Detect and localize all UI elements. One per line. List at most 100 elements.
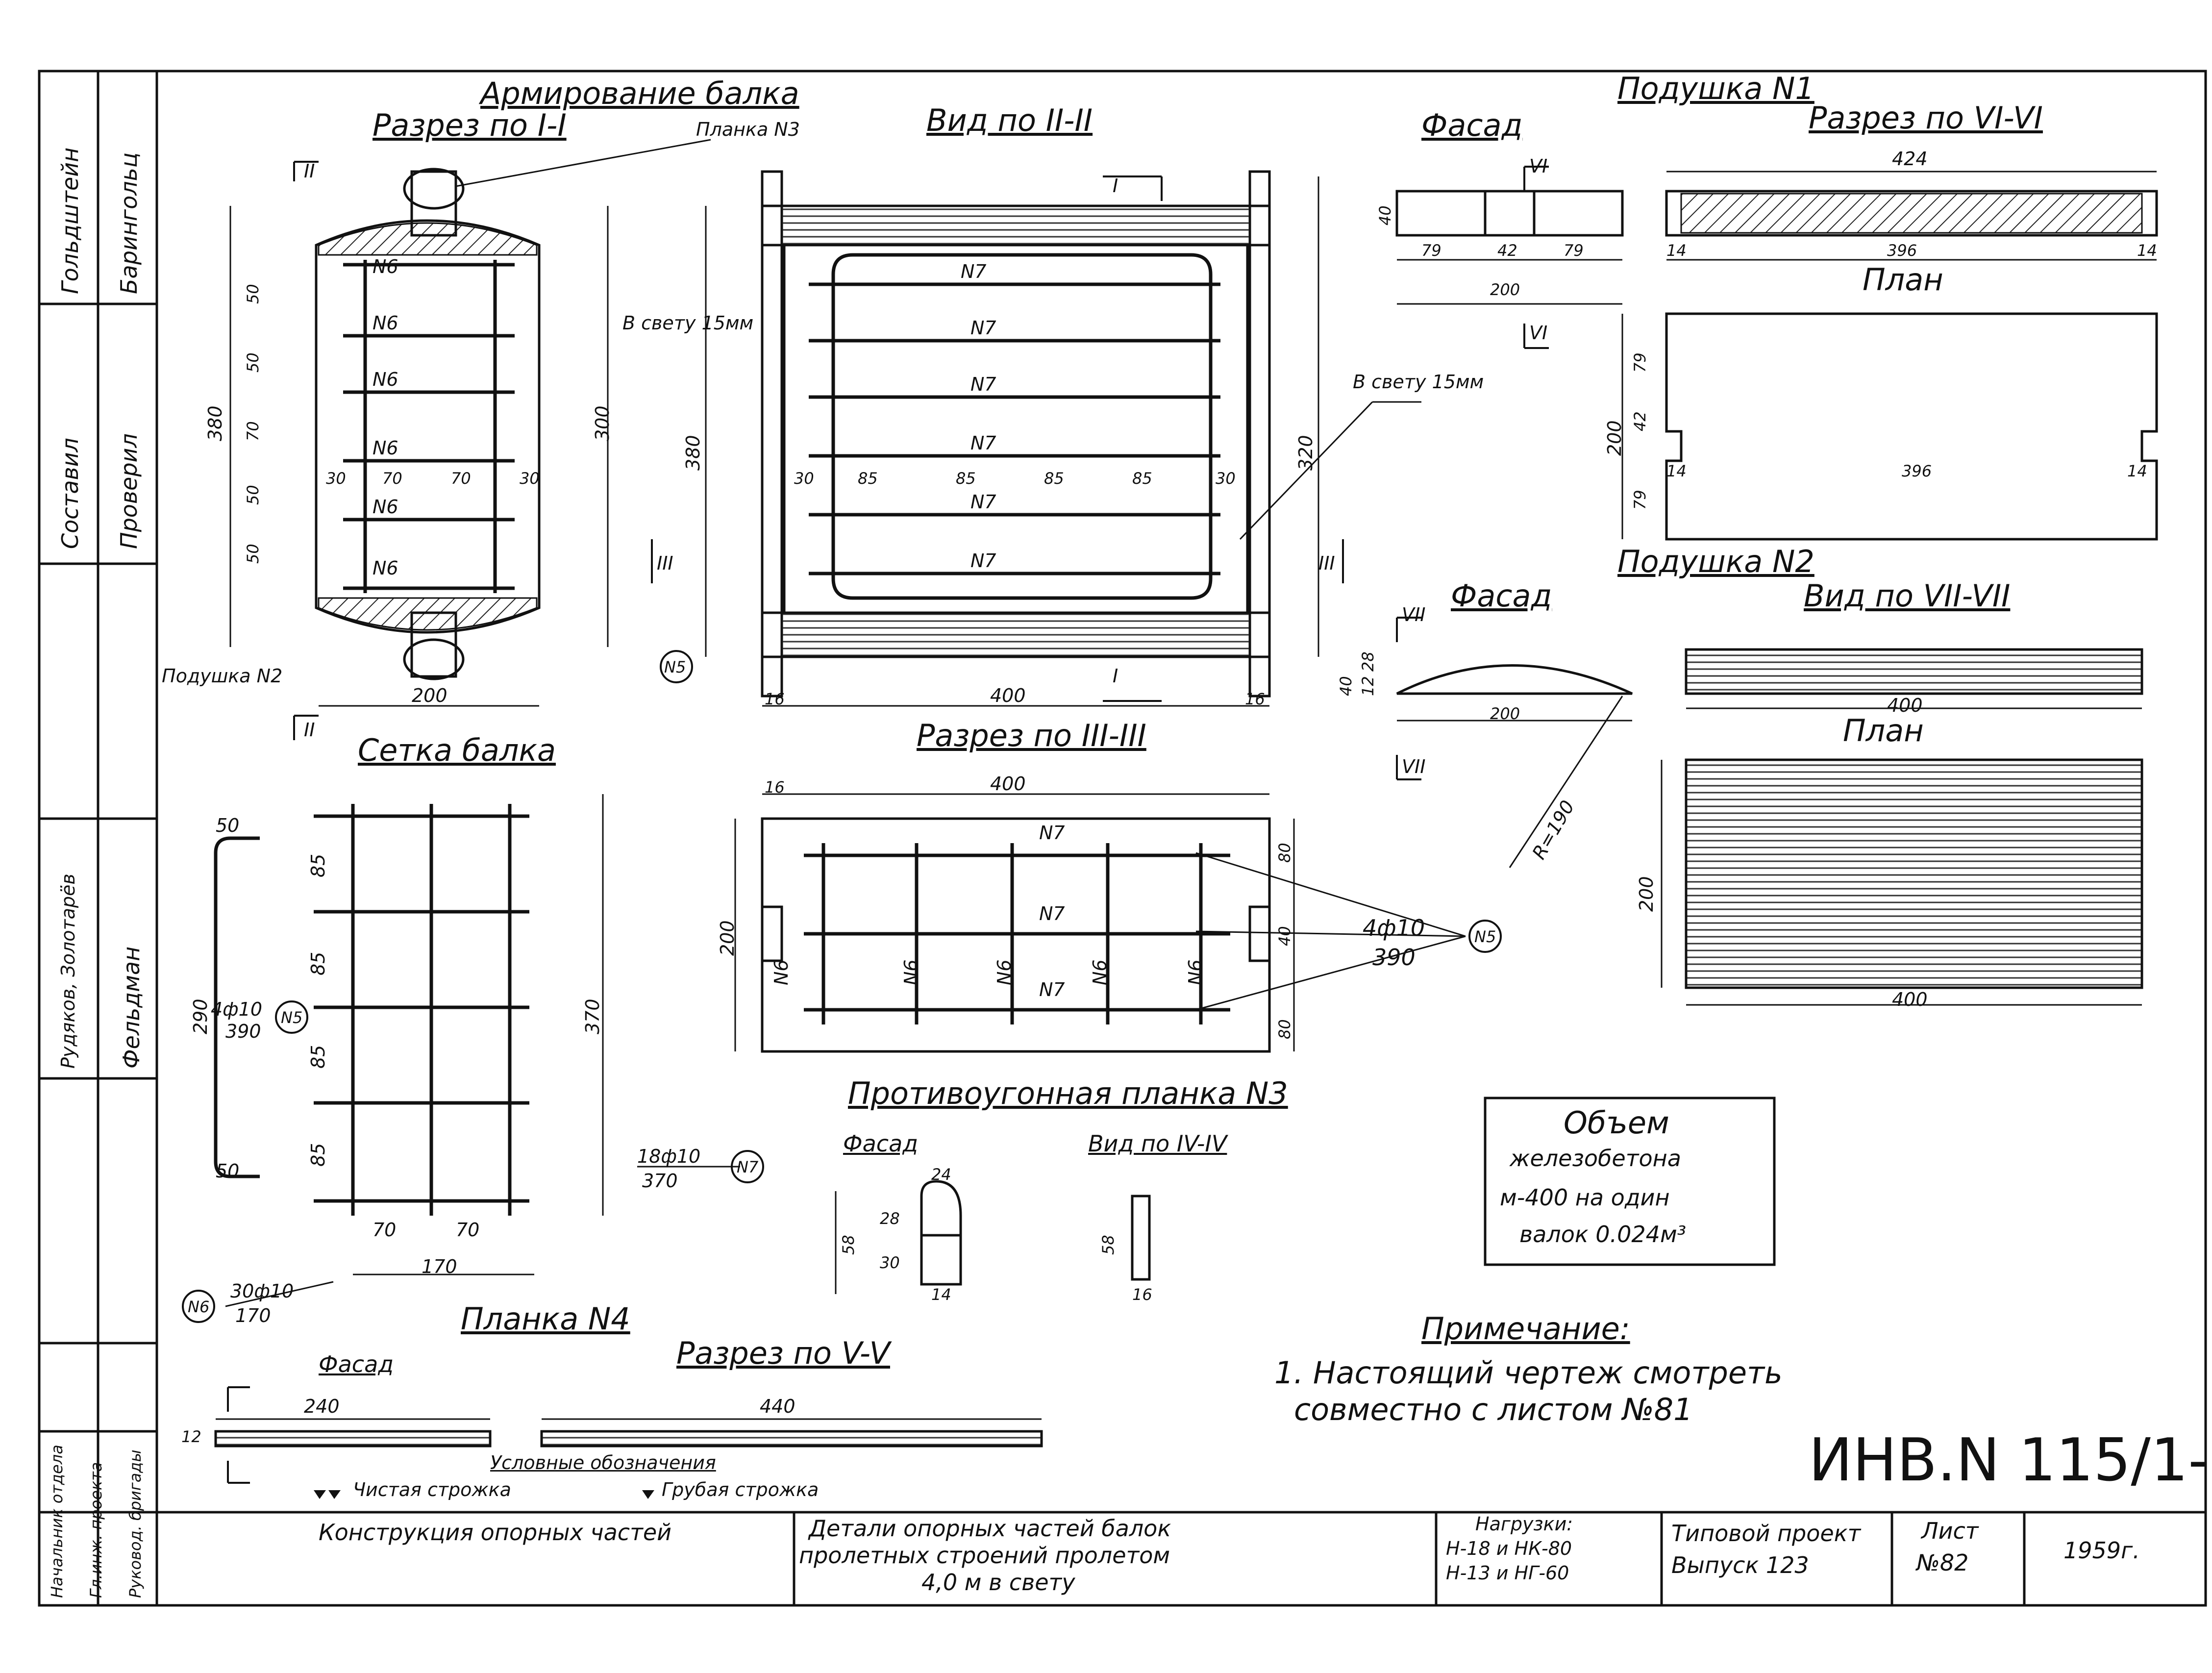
bar-n6-label: N6	[373, 437, 398, 459]
title-pad-1: Подушка N1	[1617, 71, 1814, 106]
bar-n6-s3: N6	[1089, 959, 1111, 985]
n7-label: 18ф10	[637, 1146, 701, 1167]
bar-n6-s3: N6	[770, 959, 792, 985]
tb-sheet-no: №82	[1916, 1549, 1969, 1576]
dim-bottom-0: 30	[326, 469, 346, 488]
mesh-dim-0: 85	[307, 853, 329, 877]
label-clearance-1: В свету 15мм	[622, 312, 754, 334]
dim-bottom-3: 85	[1044, 469, 1064, 488]
volume-box	[1484, 1097, 1776, 1266]
dim-left-50c: 50	[244, 485, 262, 505]
n5-bottom: 50	[216, 1160, 240, 1182]
legend-rough: Грубая строжка	[662, 1479, 819, 1500]
plank-n3-dim-24: 24	[931, 1165, 951, 1184]
volume-line-4: валок 0.024м³	[1519, 1221, 1687, 1248]
pad-1-section: Разрез по VI-VI	[1809, 100, 2043, 136]
label-pad-n2: Подушка N2	[162, 665, 283, 687]
left-head-dept: Начальник отдела	[48, 1445, 66, 1598]
inventory-number: ИНВ.N 115/1-96	[1809, 1426, 2212, 1495]
pad-1-plan-14a: 14	[1666, 462, 1687, 480]
note-line-1: 1. Настоящий чертеж смотреть	[1274, 1355, 1783, 1391]
note-title: Примечание:	[1421, 1311, 1630, 1347]
section-1-1	[229, 139, 711, 740]
pad-1-mark-vi-top: VI	[1529, 155, 1548, 177]
pad-2-dim-40: 40	[1337, 676, 1355, 696]
bar-n6-s3: N6	[1185, 959, 1206, 985]
pad-1-plan-42: 42	[1631, 411, 1649, 431]
left-brigade: Руковод. бригады	[126, 1449, 145, 1598]
n6-ref: N6	[188, 1298, 210, 1316]
left-name-1: Гольдштейн	[57, 147, 83, 294]
dim-left-70: 70	[244, 421, 262, 441]
bar-n7-s3: N7	[1039, 903, 1065, 924]
dim-inner-300: 300	[592, 405, 613, 441]
mesh-dim-bottom-1: 70	[456, 1219, 480, 1241]
n5-ref: N5	[281, 1008, 303, 1027]
title-plank-n3: Противоугонная планка N3	[848, 1075, 1288, 1111]
n5-label: 4ф10	[211, 999, 263, 1020]
dim-left-50b: 50	[244, 352, 262, 373]
bar-n6-s3: N6	[900, 959, 922, 985]
title-section-1-1: Разрез по I-I	[373, 107, 567, 143]
section-3-3	[734, 793, 1466, 1053]
pad-1-mark-vi-bottom: VI	[1529, 322, 1548, 344]
plank-n3-dim-14: 14	[931, 1285, 951, 1304]
note-line-2: совместно с листом №81	[1294, 1392, 1693, 1427]
sheet-frame	[38, 70, 2207, 1607]
tb-sheet-label: Лист	[1921, 1518, 1979, 1544]
title-pad-2: Подушка N2	[1617, 544, 1814, 579]
plank-n3-dim-30: 30	[880, 1253, 900, 1272]
pad-1-plan: План	[1863, 262, 1943, 298]
dim-width-200: 200	[412, 685, 447, 706]
plank-n4-section: Разрез по V-V	[676, 1335, 890, 1371]
dim-bottom-2: 85	[956, 469, 976, 488]
dim-right-40: 40	[1275, 926, 1294, 946]
plank-n3-view-w: 16	[1132, 1285, 1152, 1304]
volume-line-3: м-400 на один	[1500, 1184, 1670, 1211]
pad-1-dim-40: 40	[1376, 205, 1394, 225]
mark-i-top: I	[1113, 175, 1118, 197]
pad-2-dim-200: 200	[1490, 704, 1520, 723]
plank-n3-dim-28: 28	[880, 1209, 900, 1228]
mesh-dim-1: 85	[307, 951, 329, 975]
pad-1-dim-14b: 14	[2137, 241, 2157, 260]
plank-n4-facade: Фасад	[319, 1351, 394, 1377]
dim-total-380: 380	[204, 405, 226, 441]
rebar-ref-s3: N5	[1474, 927, 1496, 946]
n7-len: 370	[642, 1170, 678, 1192]
pad-1-dim-42: 42	[1497, 241, 1517, 260]
legend-symbols	[182, 650, 1502, 1499]
n5-height: 290	[190, 999, 211, 1034]
dim-edge-16-s3: 16	[765, 778, 785, 797]
volume-line-2: железобетона	[1510, 1145, 1681, 1172]
pad-1-plan-14b: 14	[2127, 462, 2147, 480]
pad-2-dim-28: 28	[1359, 651, 1377, 672]
bar-n6-label: N6	[373, 369, 398, 390]
n6-len: 170	[235, 1305, 271, 1326]
n5-top: 50	[216, 815, 240, 836]
view-2-2	[651, 170, 1421, 707]
dim-bottom-2: 70	[451, 469, 471, 488]
tb-details-3: 4,0 м в свету	[921, 1569, 1075, 1596]
plank-n4	[214, 1386, 1043, 1484]
tb-details-1: Детали опорных частей балок	[809, 1515, 1171, 1542]
left-chief-eng: Гл.инж. проекта	[87, 1462, 105, 1598]
dim-bottom-4: 85	[1132, 469, 1152, 488]
dim-height-380: 380	[682, 435, 704, 471]
bar-n6-s3: N6	[994, 959, 1015, 985]
bar-n7-label: N7	[961, 261, 987, 282]
plank-n4-dim-12: 12	[181, 1427, 201, 1446]
mark-ii-bottom: II	[304, 719, 315, 741]
mark-ii-top: II	[304, 160, 315, 182]
dim-edge-16-left: 16	[765, 690, 785, 708]
label-plank-n3: Планка N3	[696, 119, 800, 140]
dim-height-200-s3: 200	[717, 920, 738, 956]
mesh-dim-bottom-0: 70	[373, 1219, 397, 1241]
left-names-a: Рудяков, Золотарёв	[57, 874, 79, 1069]
plank-n3-view-dim: 58	[1099, 1235, 1118, 1255]
plank-n4-dim-440: 440	[760, 1396, 795, 1417]
dim-left-50: 50	[244, 284, 262, 304]
pad-1-dim-396: 396	[1887, 241, 1917, 260]
left-name-2: Барингольц	[116, 152, 142, 294]
title-mesh: Сетка балка	[358, 732, 556, 768]
